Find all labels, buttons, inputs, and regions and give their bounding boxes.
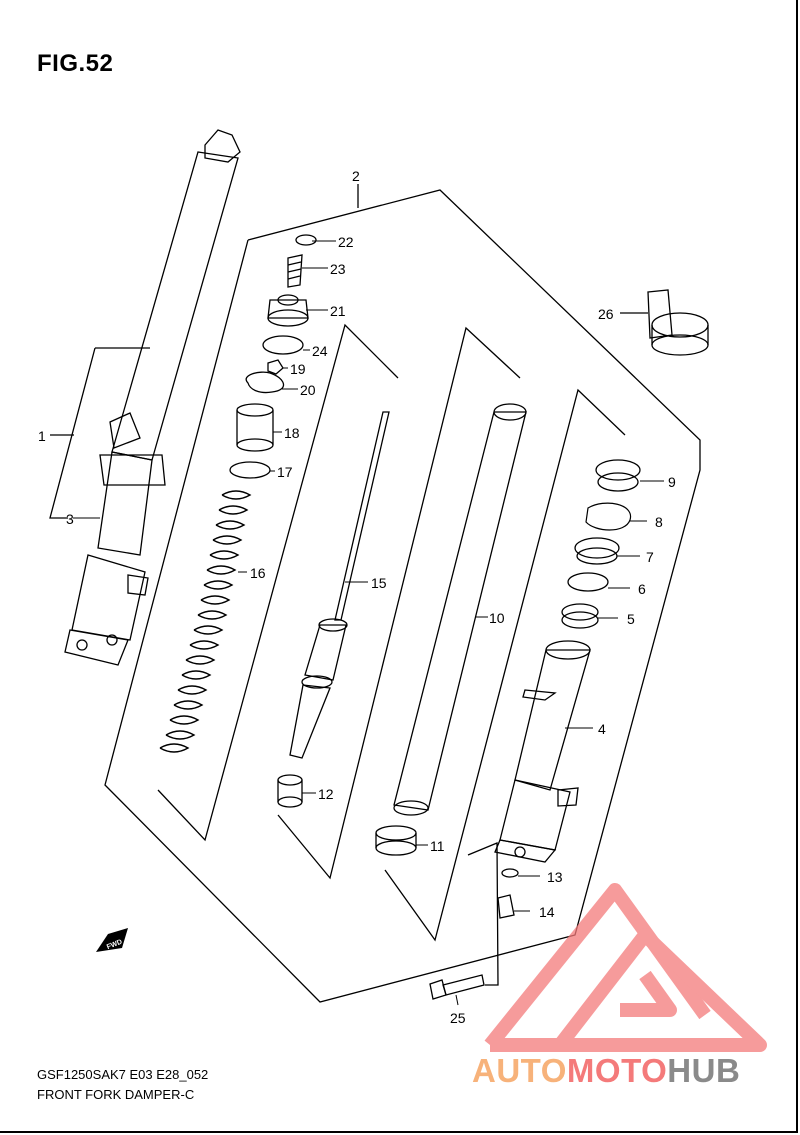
- part-15-damper-rod: [289, 411, 390, 759]
- label-part-12: 12: [318, 786, 334, 802]
- part-6-washer: [567, 572, 609, 592]
- group-rod-outline: [277, 326, 521, 880]
- part-12-bushing: [277, 774, 303, 808]
- group-13-25-outline: [467, 842, 499, 986]
- label-part-13: 13: [547, 869, 563, 885]
- label-part-16: 16: [250, 565, 266, 581]
- label-part-23: 23: [330, 261, 346, 277]
- part-20-clip: [245, 371, 285, 394]
- label-part-26: 26: [598, 306, 614, 322]
- part-19-nut: [267, 359, 284, 375]
- label-part-25: 25: [450, 1010, 466, 1026]
- outer-tube-part-1: [64, 129, 241, 666]
- part-22-washer: [295, 234, 317, 246]
- label-part-14: 14: [539, 904, 555, 920]
- part-17-washer: [229, 461, 271, 479]
- label-part-2: 2: [352, 168, 360, 184]
- label-part-15: 15: [371, 575, 387, 591]
- label-part-21: 21: [330, 303, 346, 319]
- part-25-axle-bolt: [429, 974, 485, 1000]
- label-part-8: 8: [655, 514, 663, 530]
- group-spring-outline: [157, 323, 399, 842]
- automotohub-logo-icon: [484, 883, 767, 1052]
- wordmark-hub: HUB: [667, 1052, 741, 1089]
- part-11-bushing: [375, 825, 417, 856]
- label-part-5: 5: [627, 611, 635, 627]
- part-26-guard: [647, 289, 709, 356]
- part-13-gasket: [501, 868, 519, 878]
- part-14-bolt: [497, 894, 515, 919]
- part-5-bushing: [561, 603, 599, 629]
- label-part-19: 19: [290, 361, 306, 377]
- part-24-o-ring: [262, 335, 304, 355]
- label-part-17: 17: [277, 464, 293, 480]
- figure-code: GSF1250SAK7 E03 E28_052: [37, 1067, 209, 1082]
- assembly-2-outline: [104, 189, 701, 1003]
- part-16-spring: [159, 490, 252, 753]
- wordmark-auto: AUTO: [472, 1052, 567, 1089]
- part-4-outer-tube: [494, 640, 591, 863]
- group-1-3-bracket: [49, 347, 96, 519]
- part-10-inner-tube: [393, 403, 527, 816]
- part-18-spacer: [236, 403, 274, 452]
- label-part-24: 24: [312, 343, 328, 359]
- part-21-cap-bolt: [267, 294, 309, 327]
- label-part-4: 4: [598, 721, 606, 737]
- label-part-7: 7: [646, 549, 654, 565]
- automotohub-wordmark: AUTOMOTOHUB: [472, 1052, 740, 1090]
- figure-name: FRONT FORK DAMPER-C: [37, 1087, 195, 1102]
- group-tube-outline: [384, 388, 626, 942]
- fwd-arrow-icon: FWD: [96, 928, 128, 952]
- label-part-22: 22: [338, 234, 354, 250]
- figure-title: FIG.52: [37, 50, 114, 77]
- part-7-oil-seal: [574, 537, 620, 565]
- wordmark-moto: MOTO: [566, 1052, 668, 1089]
- part-9-dust-seal: [595, 459, 641, 492]
- label-part-18: 18: [284, 425, 300, 441]
- label-part-20: 20: [300, 382, 316, 398]
- label-part-3: 3: [66, 511, 74, 527]
- label-part-11: 11: [430, 838, 445, 854]
- part-23-adjuster: [287, 254, 303, 288]
- label-part-9: 9: [668, 474, 676, 490]
- label-part-10: 10: [489, 610, 505, 626]
- label-part-6: 6: [638, 581, 646, 597]
- part-8-stopper-ring: [585, 502, 632, 531]
- label-part-1: 1: [38, 428, 46, 444]
